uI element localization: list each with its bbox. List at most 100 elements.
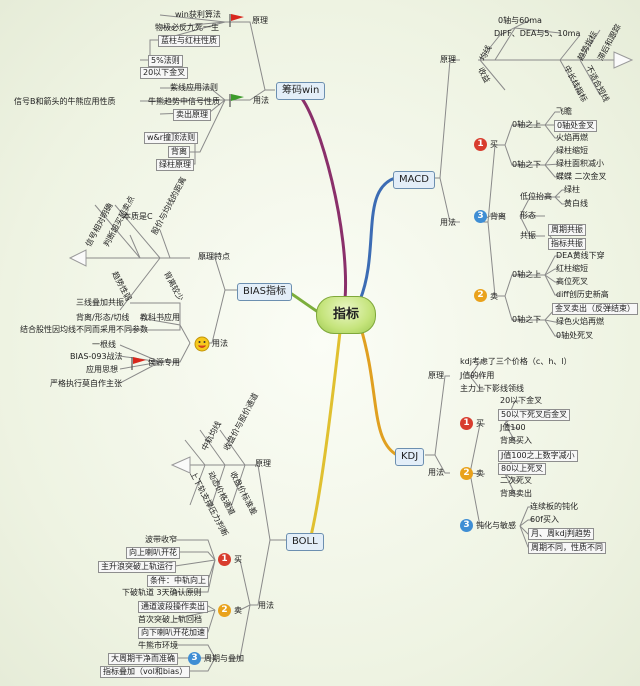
boll-b1[interactable]: 波带收窄 [145, 535, 177, 544]
macd-b-feitiao[interactable]: 飞瞻 [556, 107, 572, 116]
macd-b-zhouqi[interactable]: 周期共振 [548, 224, 586, 236]
kdj-d3[interactable]: 月、周kdj判趋势 [528, 528, 594, 540]
boll-mai[interactable]: 买 [234, 555, 242, 564]
kdj-r3[interactable]: 主力上下影线领线 [460, 384, 524, 393]
topic-choumawin[interactable]: 筹码win [276, 82, 326, 100]
boll-yongfa-label[interactable]: 用法 [258, 601, 274, 610]
macd-beili[interactable]: 背离 [490, 212, 506, 221]
bias-yuanli-label[interactable]: 原理特点 [198, 252, 230, 261]
macd-b-xingtai[interactable]: 形态 [520, 211, 536, 220]
macd-s-jincha[interactable]: 金叉卖出（反弹结束） [552, 303, 638, 315]
macd-zero60[interactable]: 0轴与60ma [498, 16, 542, 25]
kdj-m3[interactable]: J值100 [500, 423, 526, 432]
bias-beili-xingtai[interactable]: 背离/形态/切线 [76, 313, 130, 322]
bias-093[interactable]: BIAS-093战法 [70, 352, 123, 361]
bias-yigenxian[interactable]: 一根线 [92, 340, 116, 349]
kdj-s3[interactable]: 二次死叉 [500, 476, 532, 485]
bias-jiaokeshu[interactable]: 教科书应用 [140, 313, 180, 322]
macd-s-dea[interactable]: DEA黄线下穿 [556, 251, 605, 260]
kdj-yuanli-label[interactable]: 原理 [428, 371, 444, 380]
boll-b4[interactable]: 条件：中轨向上 [147, 575, 209, 587]
macd-s-diff[interactable]: diff创历史新高 [556, 290, 609, 299]
kdj-m1[interactable]: 20以下金叉 [500, 396, 543, 405]
branch-kdj [358, 324, 398, 457]
macd-b-gongzhen[interactable]: 共振 [520, 231, 536, 240]
boll-z1[interactable]: 牛熊市环境 [138, 641, 178, 650]
kdj-r2[interactable]: J值的作用 [460, 371, 495, 380]
win-yongfa-label[interactable]: 用法 [253, 96, 269, 105]
macd-b-dibu[interactable]: 低位抬高 [520, 192, 552, 201]
boll-s3[interactable]: 向下喇叭开花加速 [138, 627, 208, 639]
macd-b-lvzhu2[interactable]: 绿柱 [564, 185, 580, 194]
boll-s2[interactable]: 首次突破上轨回档 [138, 615, 202, 624]
bias-houyuan[interactable]: 侯源专用 [148, 358, 180, 367]
boll-b5[interactable]: 下破轨道 3天确认原则 [122, 588, 202, 597]
macd-buy-zero-up[interactable]: 0轴之上 [512, 120, 542, 129]
bias-yongfa-label[interactable]: 用法 [212, 339, 228, 348]
macd-s-gaowei[interactable]: 高位死叉 [556, 277, 588, 286]
boll-maichu[interactable]: 卖 [234, 606, 242, 615]
macd-diff[interactable]: DIFF、DEA与5、10ma [494, 29, 581, 38]
boll-b2[interactable]: 向上喇叭开花 [126, 547, 180, 559]
twenty-pct[interactable]: 20以下金叉 [140, 67, 189, 79]
wkr[interactable]: w&r撞顶法则 [144, 132, 199, 144]
kdj-maichu[interactable]: 卖 [476, 469, 484, 478]
kdj-yongfa-label[interactable]: 用法 [428, 468, 444, 477]
topic-macd[interactable]: MACD [393, 171, 435, 189]
kdj-d1[interactable]: 连续板的钝化 [530, 502, 578, 511]
macd-sell-zero-up[interactable]: 0轴之上 [512, 270, 542, 279]
boll-yuanli-label[interactable]: 原理 [255, 459, 271, 468]
kdj-s4[interactable]: 背离卖出 [500, 489, 532, 498]
macd-s-lvse[interactable]: 绿色火焰再燃 [556, 317, 604, 326]
kdj-m2[interactable]: 50以下死叉后金叉 [498, 409, 571, 421]
bias-yingyong[interactable]: 应用思想 [86, 365, 118, 374]
kdj-mai[interactable]: 买 [476, 419, 484, 428]
boll-s1[interactable]: 通道波段操作卖出 [138, 601, 208, 613]
kdj-dunhua[interactable]: 钝化与敏感 [476, 521, 516, 530]
macd-mai[interactable]: 买 [490, 140, 498, 149]
topic-kdj[interactable]: KDJ [395, 448, 425, 466]
xinhao[interactable]: 信号B和箭头的牛熊应用性质 [14, 97, 116, 106]
niushi[interactable]: 牛熊趋势中信号性质 [148, 97, 220, 106]
macd-b-huoyan[interactable]: 火焰再燃 [556, 133, 588, 142]
bias-sanxian[interactable]: 三线叠加共振 [76, 298, 124, 307]
kdj-d2[interactable]: 60f买入 [530, 515, 559, 524]
lvzhu[interactable]: 绿柱原理 [156, 159, 194, 171]
boll-z2[interactable]: 大周期干净而准确 [108, 653, 178, 665]
central-topic[interactable]: 指标 [316, 296, 376, 334]
macd-b-zero-jincha[interactable]: 0轴处金叉 [554, 120, 598, 132]
win-beili[interactable]: 背离 [168, 146, 190, 158]
boll-zhouqi[interactable]: 周期与叠加 [204, 654, 244, 663]
boll-b3[interactable]: 主升浪突破上轨运行 [98, 561, 176, 573]
kdj-m4[interactable]: 背离买入 [500, 436, 532, 445]
macd-yuanli-label[interactable]: 原理 [440, 55, 456, 64]
kdj-s1[interactable]: J值100之上数字减小 [498, 450, 578, 462]
macd-buy-zero-down[interactable]: 0轴之下 [512, 160, 542, 169]
win-yuanli-label[interactable]: 原理 [252, 16, 268, 25]
five-pct[interactable]: 5%法则 [148, 55, 183, 67]
kdj-s2[interactable]: 80以上死叉 [498, 463, 547, 475]
win-algo[interactable]: win获利算法 [175, 10, 221, 19]
topic-bias[interactable]: BIAS指标 [237, 283, 292, 301]
wuji[interactable]: 物极必反九死一生 [155, 23, 219, 32]
macd-s-hongzhu[interactable]: 红柱缩短 [556, 264, 588, 273]
bias-yange[interactable]: 严格执行莫自作主张 [50, 379, 122, 388]
macd-b-dieyi[interactable]: 蝶蝶 二次金叉 [556, 172, 607, 181]
macd-b-zhibiao[interactable]: 指标共振 [548, 238, 586, 250]
lanzhu[interactable]: 蓝柱与红柱性质 [158, 35, 220, 47]
kdj-d4[interactable]: 周期不同，性质不同 [528, 542, 606, 554]
ziqian[interactable]: 紫线应用法则 [170, 83, 218, 92]
macd-b-huangbai[interactable]: 黄白线 [564, 199, 588, 208]
macd-sell-zero-down[interactable]: 0轴之下 [512, 315, 542, 324]
macd-yongfa-label[interactable]: 用法 [440, 218, 456, 227]
win-maichu[interactable]: 卖出原理 [173, 109, 211, 121]
macd-maichu[interactable]: 卖 [490, 292, 498, 301]
macd-b-lvzhu[interactable]: 绿柱缩短 [556, 146, 588, 155]
macd-b-lvzhu-mianji[interactable]: 绿柱面积减小 [556, 159, 604, 168]
boll-z3[interactable]: 指标叠加（vol和bias） [100, 666, 191, 678]
topic-boll[interactable]: BOLL [286, 533, 324, 551]
bias-jiehe[interactable]: 结合股性因均线不同而采用不同参数 [20, 325, 148, 334]
kdj-r1[interactable]: kdj考虑了三个价格（c、h、l） [460, 357, 572, 366]
macd-s-zero[interactable]: 0轴处死叉 [556, 331, 594, 340]
bias-benzhi[interactable]: 本质是C [123, 212, 153, 221]
